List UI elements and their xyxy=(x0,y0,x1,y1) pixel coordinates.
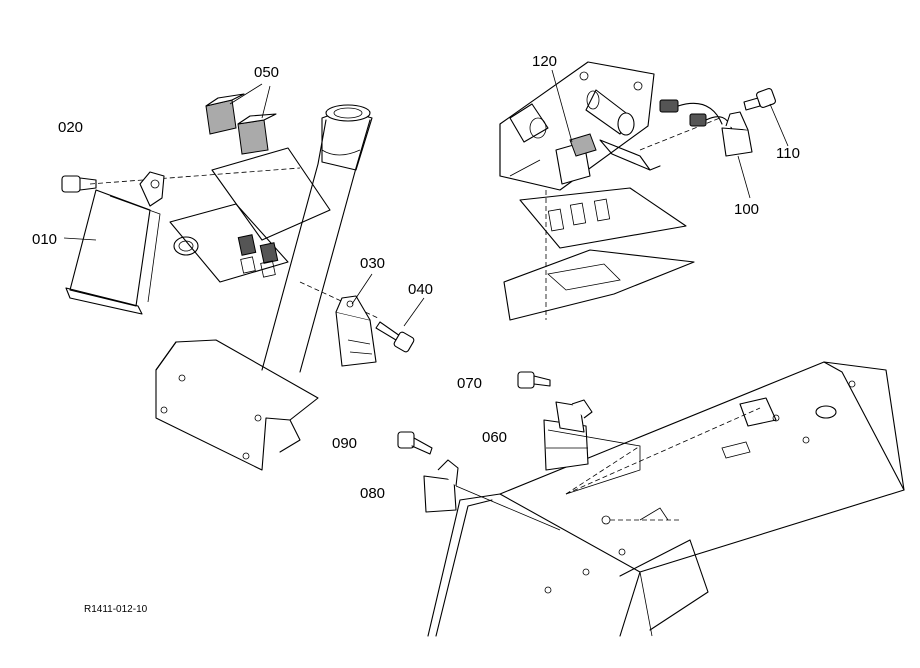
part-label-080: 080 xyxy=(360,485,385,502)
part-label-050: 050 xyxy=(254,64,279,81)
part-label-030: 030 xyxy=(360,255,385,272)
part-label-020: 020 xyxy=(58,119,83,136)
part-label-090: 090 xyxy=(332,435,357,452)
steering-column-assembly xyxy=(89,104,379,471)
bolt-020 xyxy=(61,175,97,193)
leader-lines xyxy=(63,69,789,327)
relay-pair-050 xyxy=(205,93,277,155)
relay-060 xyxy=(543,399,641,495)
cover-010 xyxy=(65,171,165,315)
relay-080 xyxy=(423,459,561,531)
flasher-unit-030 xyxy=(335,295,377,367)
part-label-060: 060 xyxy=(482,429,507,446)
relay-120 xyxy=(509,133,597,185)
part-label-010: 010 xyxy=(32,231,57,248)
bolt-110 xyxy=(743,88,776,111)
diode-harness-100 xyxy=(659,99,753,157)
part-label-040: 040 xyxy=(408,281,433,298)
part-label-070: 070 xyxy=(457,375,482,392)
frame-assembly xyxy=(427,361,905,637)
bolt-090 xyxy=(397,431,433,455)
figure-code: R1411-012-10 xyxy=(84,604,148,615)
part-label-110: 110 xyxy=(776,145,800,162)
panel-bracket-assembly xyxy=(499,61,721,321)
bolt-070 xyxy=(517,371,551,389)
part-label-100: 100 xyxy=(734,201,759,218)
bolt-040 xyxy=(375,321,415,353)
part-label-120: 120 xyxy=(532,53,557,70)
